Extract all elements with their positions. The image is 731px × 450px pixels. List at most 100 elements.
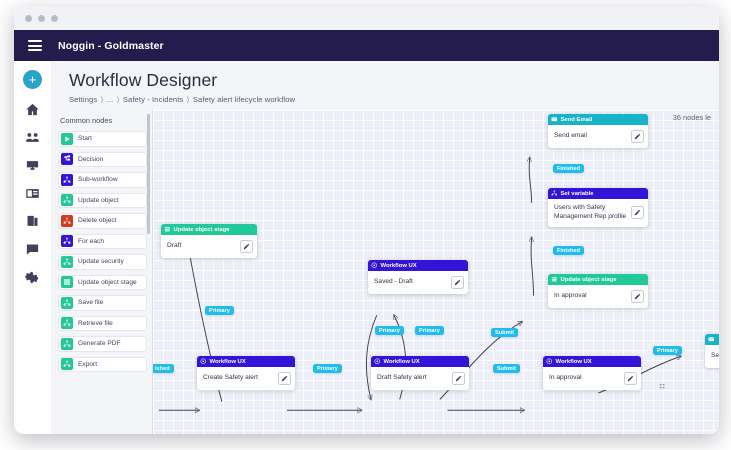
workflow-node-header: Workflow UX — [543, 356, 641, 367]
workflow-node-body: Send email — [548, 125, 648, 148]
workflow-node-header-label: Update object stage — [560, 276, 617, 283]
workflow-node-body: Se — [705, 345, 719, 368]
workflow-node-text: Saved - Draft — [374, 278, 413, 286]
stage-icon — [164, 226, 171, 233]
workflow-canvas[interactable]: 36 nodes le — [153, 110, 719, 434]
palette-scrollbar[interactable] — [147, 114, 150, 234]
envelope-icon — [708, 336, 715, 343]
home-icon[interactable] — [25, 102, 40, 117]
breadcrumb-item-1[interactable]: ... — [106, 95, 114, 104]
breadcrumb-item-0[interactable]: Settings — [69, 95, 98, 104]
books-icon[interactable] — [25, 214, 40, 229]
workflow-node-header-label: Workflow UX — [380, 262, 417, 269]
edge-label-finished[interactable]: Finished — [553, 164, 584, 173]
workflow-node-body: Draft Safety alert — [371, 367, 469, 390]
node-anchor-dots-icon[interactable] — [658, 378, 667, 389]
palette-item-decision[interactable]: Decision — [58, 151, 147, 167]
edge-label-submit[interactable]: Submit — [493, 364, 520, 373]
object-icon — [61, 358, 73, 371]
workflow-node-header-label: Send Email — [560, 116, 593, 123]
workflow-node-send-email-right[interactable]: Se — [705, 334, 719, 368]
palette-item-label: Delete object — [78, 217, 117, 225]
app-header: Noggin - Goldmaster — [14, 30, 719, 61]
chat-icon[interactable] — [25, 242, 40, 257]
workflow-node-edit-button[interactable] — [631, 206, 644, 220]
app-title: Noggin - Goldmaster — [58, 39, 164, 52]
breadcrumb-separator: ⟩ — [98, 95, 106, 104]
edge-label-ished[interactable]: ished — [153, 364, 174, 373]
workflow-node-edit-button[interactable] — [240, 240, 253, 253]
edge-label-primary[interactable]: Primary — [205, 306, 234, 315]
window-minimize-dot[interactable] — [38, 14, 45, 22]
browser-window: Noggin - Goldmaster + — [14, 6, 719, 434]
workflow-node-edit-button[interactable] — [278, 372, 291, 385]
palette-item-label: Retrieve file — [78, 319, 113, 327]
workflow-node-header: Send Email — [548, 114, 648, 125]
pencil-icon — [627, 375, 634, 382]
palette-item-generate-pdf[interactable]: Generate PDF — [58, 336, 147, 352]
workflow-node-text: Draft — [167, 242, 182, 250]
id-card-icon[interactable] — [25, 186, 40, 201]
palette-item-start[interactable]: Start — [58, 131, 147, 147]
palette-item-update-object[interactable]: Update object — [58, 192, 147, 208]
palette-item-update-object-stage[interactable]: Update object stage — [58, 274, 147, 290]
pencil-icon — [634, 209, 641, 216]
palette-item-save-file[interactable]: Save file — [58, 295, 147, 311]
palette-item-update-security[interactable]: Update security — [58, 254, 147, 270]
workflow-node-ux-in-approval[interactable]: Workflow UX In approval — [543, 356, 641, 390]
workflow-node-header: Workflow UX — [371, 356, 469, 367]
edge-label-primary[interactable]: Primary — [375, 326, 404, 335]
palette-item-export[interactable]: Export — [58, 356, 147, 372]
ux-icon — [546, 358, 553, 365]
edge-label-primary[interactable]: Primary — [653, 346, 682, 355]
palette-item-label: Update object stage — [78, 278, 137, 286]
palette-item-for-each[interactable]: For each — [58, 233, 147, 249]
palette-item-sub-workflow[interactable]: Sub-workflow — [58, 172, 147, 188]
gear-icon[interactable] — [25, 270, 40, 285]
workflow-node-text: Se — [711, 352, 719, 360]
edge-label-primary[interactable]: Primary — [415, 326, 444, 335]
branch-icon — [61, 153, 73, 166]
palette-item-delete-object[interactable]: Delete object — [58, 213, 147, 229]
object-icon — [61, 214, 73, 227]
workflow-node-ux-saved-draft[interactable]: Workflow UX Saved - Draft — [368, 260, 468, 294]
workflow-node-edit-button[interactable] — [452, 372, 465, 385]
hamburger-menu-icon[interactable] — [28, 40, 42, 51]
workflow-node-edit-button[interactable] — [451, 276, 464, 289]
workflow-node-edit-button[interactable] — [631, 130, 644, 143]
breadcrumb-item-3: Safety alert lifecycle workflow — [192, 95, 296, 104]
workflow-node-edit-button[interactable] — [631, 290, 644, 303]
main-pane: Workflow Designer Settings ⟩ ... ⟩ Safet… — [51, 61, 719, 434]
workflow-node-ux-draft-safety-alert[interactable]: Workflow UX Draft Safety alert — [371, 356, 469, 390]
people-icon[interactable] — [25, 130, 40, 145]
window-close-dot[interactable] — [25, 14, 32, 22]
workflow-node-header: Update object stage — [548, 274, 648, 285]
palette-title: Common nodes — [60, 116, 113, 125]
workflow-node-header-label: Workflow UX — [383, 358, 420, 365]
palette-item-retrieve-file[interactable]: Retrieve file — [58, 315, 147, 331]
workflow-node-text: In approval — [549, 374, 582, 382]
add-button[interactable]: + — [23, 70, 42, 89]
breadcrumb: Settings ⟩ ... ⟩ Safety - Incidents ⟩ Sa… — [69, 95, 719, 104]
edge-label-primary[interactable]: Primary — [313, 364, 342, 373]
kanban-icon[interactable] — [25, 158, 40, 173]
breadcrumb-item-2[interactable]: Safety - Incidents — [122, 95, 184, 104]
ux-icon — [374, 358, 381, 365]
page-header: Workflow Designer Settings ⟩ ... ⟩ Safet… — [51, 61, 719, 110]
flow-icon — [61, 173, 73, 186]
workflow-node-header — [705, 334, 719, 345]
window-maximize-dot[interactable] — [51, 14, 58, 22]
workflow-node-edit-button[interactable] — [624, 372, 637, 385]
workflow-node-header-label: Workflow UX — [555, 358, 592, 365]
pencil-icon — [454, 279, 461, 286]
workflow-node-body: In approval — [543, 367, 641, 390]
edge-label-submit[interactable]: Submit — [491, 328, 518, 337]
edge-label-finished[interactable]: Finished — [553, 246, 584, 255]
